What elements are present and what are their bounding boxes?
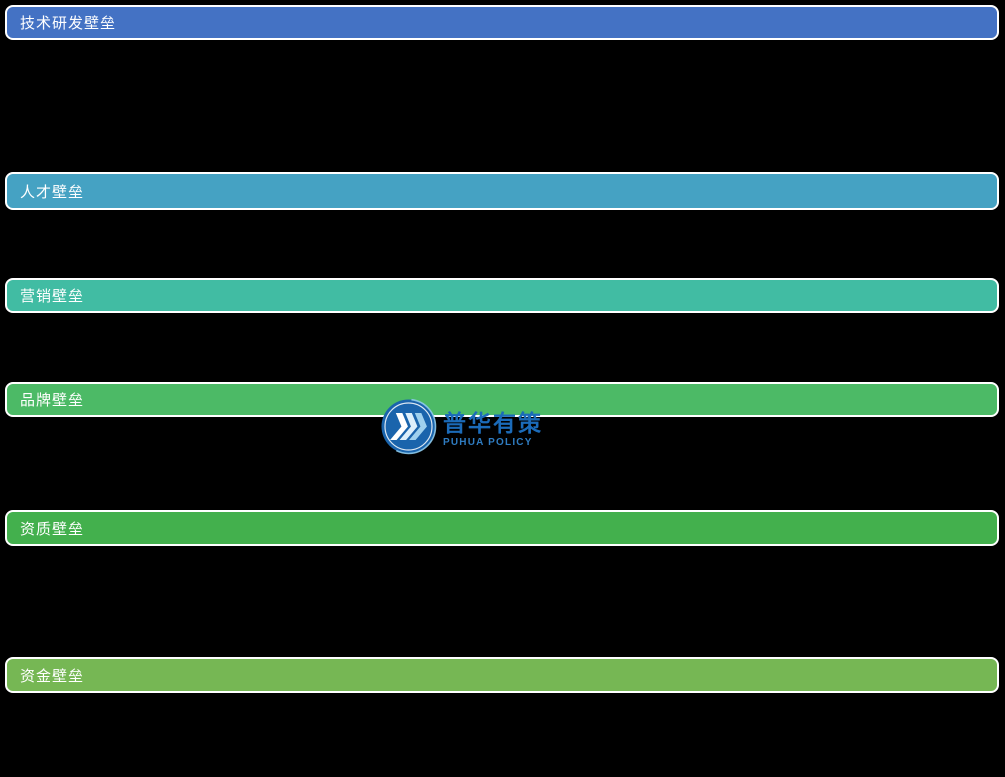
triple-chevron-logo-icon (380, 398, 437, 455)
section-header-label: 资金壁垒 (20, 667, 85, 685)
watermark-name-cn: 普华有策 (443, 409, 543, 436)
section-header-label: 品牌壁垒 (20, 392, 85, 409)
section-header-label: 人才壁垒 (20, 183, 85, 201)
section-header-tech-rd-barrier: 技术研发壁垒 (5, 5, 999, 40)
watermark-text: 普华有策 PUHUA POLICY (443, 405, 543, 448)
section-header-talent-barrier: 人才壁垒 (5, 172, 999, 210)
section-header-marketing-barrier: 营销壁垒 (5, 278, 999, 313)
section-header-label: 技术研发壁垒 (20, 15, 117, 32)
section-header-label: 营销壁垒 (20, 288, 85, 305)
section-header-brand-barrier: 品牌壁垒 (5, 382, 999, 417)
watermark-name-en: PUHUA POLICY (443, 437, 533, 449)
section-header-capital-barrier: 资金壁垒 (5, 657, 999, 693)
puhua-policy-watermark: 普华有策 PUHUA POLICY (380, 398, 543, 455)
section-header-label: 资质壁垒 (20, 520, 85, 538)
section-header-qualification-barrier: 资质壁垒 (5, 510, 999, 546)
